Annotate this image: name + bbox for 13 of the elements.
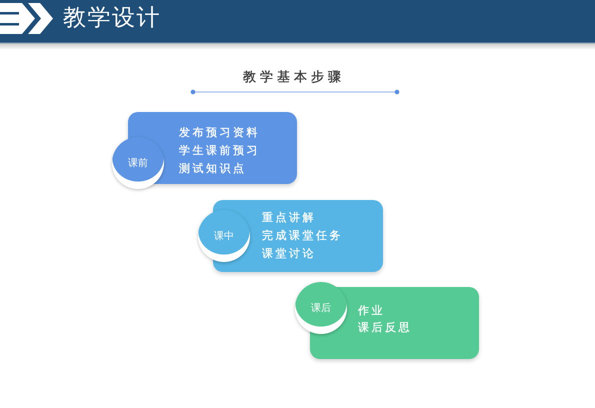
stage-circle: 课前 xyxy=(112,137,164,189)
step-item: 重点讲解 xyxy=(262,210,316,226)
step-item: 发布预习资料 xyxy=(179,125,260,141)
step-item: 测试知识点 xyxy=(179,161,246,177)
step-item: 学生课前预习 xyxy=(179,143,260,159)
step-item: 作业 xyxy=(358,303,385,319)
slide-title: 教学设计 xyxy=(63,5,161,32)
section-heading: 教学基本步骤 xyxy=(243,69,345,86)
step-item: 完成课堂任务 xyxy=(262,228,343,244)
stage-circle: 课中 xyxy=(198,210,250,262)
step-item: 课后反思 xyxy=(358,320,412,336)
stage-circle: 课后 xyxy=(295,282,347,334)
step-item: 课堂讨论 xyxy=(262,246,316,262)
